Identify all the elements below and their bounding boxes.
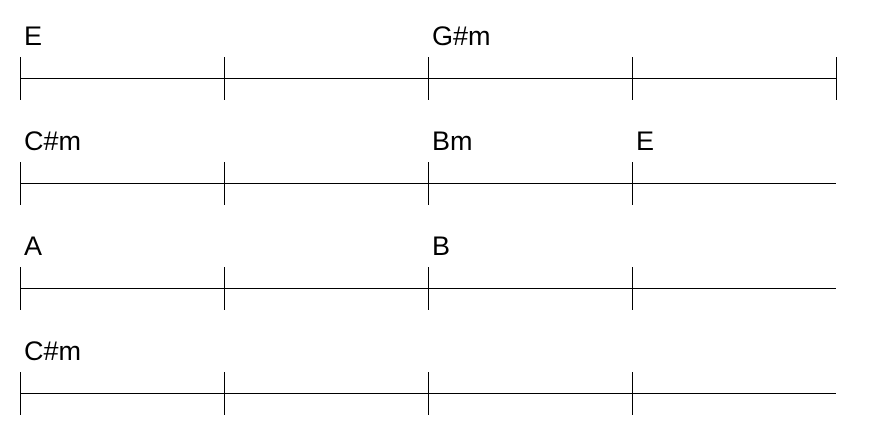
chord-symbol: Bm [432, 126, 473, 156]
chord-symbol: C#m [24, 126, 82, 156]
chart-row: C#m [0, 315, 878, 420]
barline [632, 57, 633, 100]
barline [632, 372, 633, 415]
barline [20, 372, 21, 415]
chord-symbol: A [24, 231, 43, 261]
barline [428, 162, 429, 205]
barline [224, 267, 225, 310]
chord-symbol: E [636, 126, 655, 156]
barline [20, 57, 21, 100]
barline [224, 57, 225, 100]
barline [632, 267, 633, 310]
barline [632, 162, 633, 205]
barline [224, 162, 225, 205]
barline [428, 372, 429, 415]
barline [20, 162, 21, 205]
chord-symbol: E [24, 21, 43, 51]
barline [428, 57, 429, 100]
chord-symbol: C#m [24, 336, 82, 366]
final-barline [836, 57, 837, 100]
barline [428, 267, 429, 310]
chord-symbol: G#m [432, 21, 491, 51]
chord-symbol: B [432, 231, 451, 261]
barline [20, 267, 21, 310]
barline [224, 372, 225, 415]
chart-row: C#m Bm E [0, 105, 878, 210]
chart-row: E G#m [0, 0, 878, 105]
